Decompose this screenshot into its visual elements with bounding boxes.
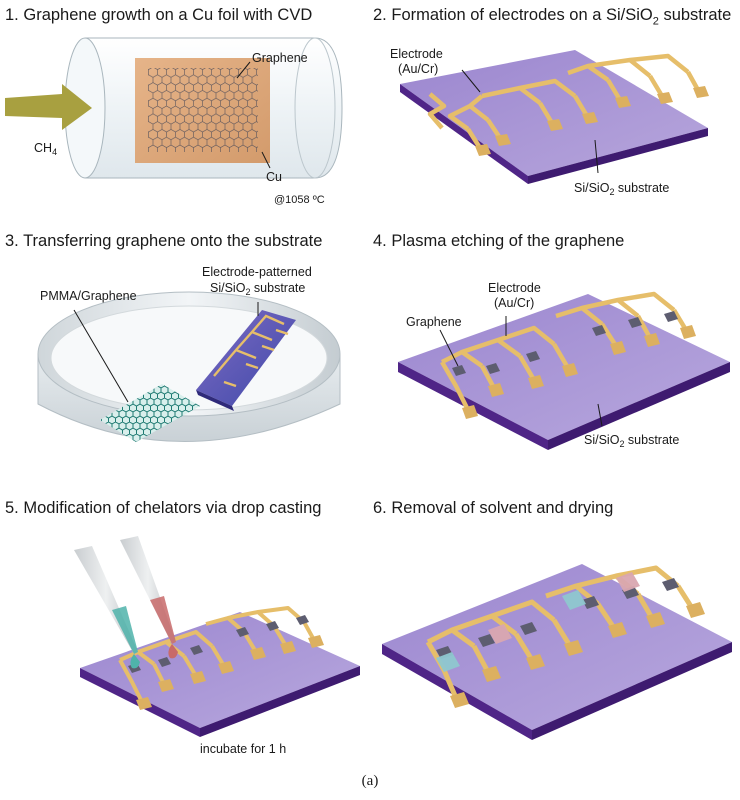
graphene-label: Graphene — [252, 51, 308, 65]
step-1-title: 1. Graphene growth on a Cu foil with CVD — [5, 6, 312, 25]
graphene-channels-4 — [452, 311, 678, 376]
substrate-label-4: Si/SiO2 substrate — [584, 433, 679, 449]
temperature-label: @1058 ºC — [274, 194, 325, 206]
electrode-pattern-4 — [440, 291, 688, 412]
patterned-label-line-1: Electrode-patterned — [202, 265, 312, 279]
pipette-tip-teal — [74, 546, 140, 669]
graphene-label-4: Graphene — [406, 315, 462, 329]
electrode-pads-2 — [475, 86, 709, 156]
step-5-text: Modification of chelators via drop casti… — [23, 499, 322, 517]
pmma-graphene-sheet — [100, 384, 200, 442]
substrate-leader-line-2 — [594, 139, 599, 174]
gas-inlet-arrow — [5, 84, 92, 130]
patterned-label-line-2: Si/SiO2 substrate — [210, 281, 305, 297]
substrate-2 — [400, 50, 708, 184]
electrode-label-2-line-2: (Au/Cr) — [398, 62, 438, 76]
step-1-text: Graphene growth on a Cu foil with CVD — [23, 6, 313, 24]
petri-dish — [37, 291, 341, 442]
step-2-number: 2. — [373, 6, 387, 24]
graphene-channels-6 — [436, 578, 679, 659]
step-3-text: Transferring graphene onto the substrate — [23, 232, 323, 250]
electrode-pads-4 — [462, 325, 696, 419]
panel-4-etching-diagram: Electrode (Au/Cr) Graphene Si/SiO2 subst… — [398, 281, 730, 450]
panel-3-transfer-diagram: PMMA/Graphene Electrode-patterned Si/SiO… — [37, 265, 341, 442]
substrate-label-2: Si/SiO2 substrate — [574, 181, 669, 197]
step-2-text: Formation of electrodes on a Si/SiO — [391, 6, 653, 24]
pmma-leader-line — [73, 309, 129, 403]
incubate-label: incubate for 1 h — [200, 742, 286, 756]
panel-5-drop-casting-diagram: incubate for 1 h — [74, 536, 360, 756]
cu-label: Cu — [266, 170, 282, 184]
chelator-patches-6 — [436, 572, 640, 672]
step-3-number: 3. — [5, 232, 19, 250]
electrode-leader-line-2 — [461, 69, 481, 93]
copper-foil — [135, 58, 270, 163]
panel-1-cvd-diagram: CH4 Graphene Cu @1058 ºC — [5, 37, 343, 206]
step-5-title: 5. Modification of chelators via drop ca… — [5, 499, 321, 518]
graphene-leader-line — [236, 61, 251, 79]
step-1-number: 1. — [5, 6, 19, 24]
graphene-leader-line-4 — [439, 329, 459, 367]
step-2-title: 2. Formation of electrodes on a Si/SiO2 … — [373, 6, 731, 27]
step-4-number: 4. — [373, 232, 387, 250]
step-5-number: 5. — [5, 499, 19, 517]
electrode-label-2-line-1: Electrode — [390, 47, 443, 61]
step-4-text: Plasma etching of the graphene — [391, 232, 625, 250]
electrode-pads-5 — [136, 635, 324, 710]
electrode-pads-6 — [450, 602, 705, 708]
step-2-tail: substrate — [658, 6, 732, 24]
electrode-label-4-line-1: Electrode — [488, 281, 541, 295]
gas-label: CH4 — [34, 141, 57, 157]
panel-6-dried-chip-diagram — [382, 564, 732, 740]
electrode-pattern-2 — [427, 53, 700, 150]
step-6-title: 6. Removal of solvent and drying — [373, 499, 613, 518]
electrode-label-4-line-2: (Au/Cr) — [494, 296, 534, 310]
cu-leader-line — [261, 151, 271, 169]
panel-2-electrode-diagram: Electrode (Au/Cr) Si/SiO2 substrate — [390, 47, 709, 197]
pipette-tip-red — [120, 536, 178, 659]
step-2-subscript: 2 — [652, 15, 659, 28]
figure-caption: (a) — [361, 773, 379, 789]
step-4-title: 4. Plasma etching of the graphene — [373, 232, 624, 251]
step-6-text: Removal of solvent and drying — [391, 499, 614, 517]
pmma-label: PMMA/Graphene — [40, 289, 137, 303]
patterned-substrate-tilted — [196, 310, 296, 411]
substrate-leader-line-4 — [597, 403, 603, 427]
step-6-number: 6. — [373, 499, 387, 517]
step-3-title: 3. Transferring graphene onto the substr… — [5, 232, 322, 251]
